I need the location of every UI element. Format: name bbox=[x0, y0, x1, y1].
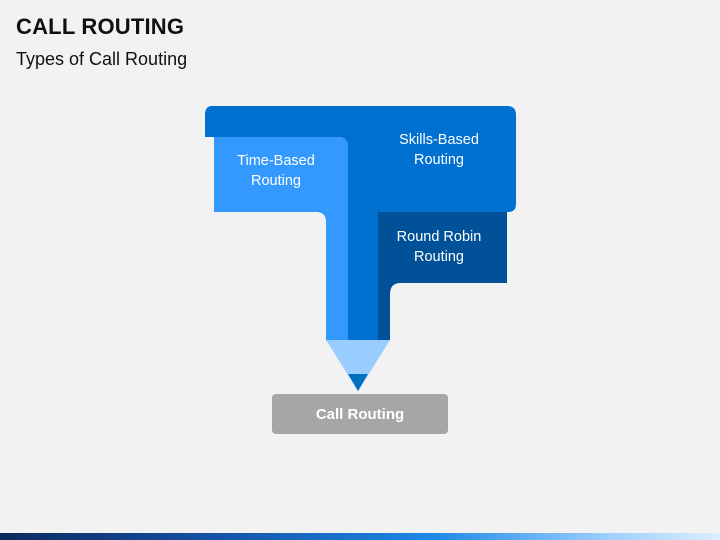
round-robin-label: Round Robin Routing bbox=[396, 229, 482, 265]
round-robin-shape bbox=[378, 212, 507, 340]
pencil-tip bbox=[326, 340, 390, 391]
skills-based-label: Skills-Based Routing bbox=[399, 132, 479, 168]
footer-gradient-bar bbox=[0, 533, 720, 540]
page-subtitle: Types of Call Routing bbox=[16, 49, 188, 69]
call-routing-label: Call Routing bbox=[315, 405, 405, 423]
skills-based-shape bbox=[205, 106, 516, 340]
call-routing-box: Call Routing bbox=[272, 394, 448, 434]
pencil-tip-point bbox=[348, 374, 368, 391]
page-title: CALL ROUTING bbox=[16, 14, 185, 39]
time-based-label: Time-Based Routing bbox=[237, 153, 315, 189]
time-based-shape bbox=[214, 137, 348, 340]
